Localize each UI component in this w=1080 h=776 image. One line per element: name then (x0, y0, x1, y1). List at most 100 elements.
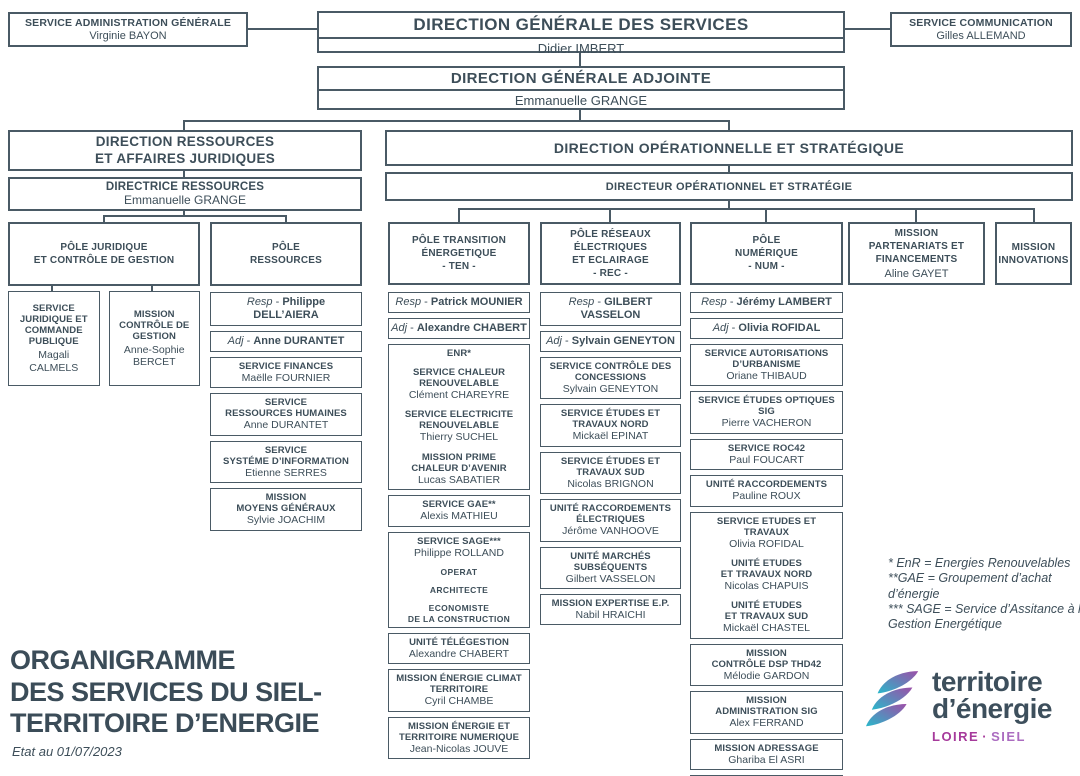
connector (845, 28, 890, 30)
unit-title: DIRECTION GÉNÉRALE ADJOINTE (319, 68, 843, 91)
footnote: **GAE = Groupement d’achat d’énergie (888, 571, 1052, 601)
box-directrice-ressources: DIRECTRICE RESSOURCES Emmanuelle GRANGE (8, 177, 362, 211)
connector (609, 208, 611, 222)
unit-name: Emmanuelle GRANGE (514, 93, 648, 108)
box-direction-generale-adjointe: DIRECTION GÉNÉRALE ADJOINTE Emmanuelle G… (317, 66, 845, 110)
unit-name: Virginie BAYON (89, 30, 167, 42)
box-directeur-operationnel-strategie: DIRECTEUR OPÉRATIONNEL ET STRATÉGIE (385, 172, 1073, 201)
connector (183, 120, 730, 122)
unit-title: SERVICE ELECTRICITE RENOUVELABLE (404, 409, 514, 432)
unit-title: MISSION ADMINISTRATION SIG (715, 695, 818, 718)
unit-name: Sylvain GENEYTON (562, 383, 659, 396)
unit-title: DIRECTION OPÉRATIONNELLE ET STRATÉGIQUE (553, 140, 905, 156)
unit-name: Nicolas BRIGNON (567, 477, 654, 490)
unit-title: SERVICE CHALEUR RENOUVELABLE (412, 367, 506, 390)
unit-title: SERVICE ADMINISTRATION GÉNÉRALE (24, 17, 232, 29)
unit-name: Jérôme VANHOOVE (562, 525, 659, 538)
unit-title: SERVICE SAGE*** (417, 535, 501, 547)
unit-title: SERVICE ROC42 (727, 442, 806, 454)
unit-name: Anne-Sophie BERCET (123, 343, 185, 369)
unit-title: MISSION ADRESSAGE (714, 742, 819, 754)
col-pole-num: Resp - Jérémy LAMBERT Adj - Olivia ROFIDA… (690, 292, 843, 776)
connector (915, 208, 917, 222)
connector (51, 286, 53, 291)
unit-name: Paul FOUCART (729, 453, 804, 466)
connector (183, 211, 185, 217)
territoire-energie-logo: territoire d’énergie LOIRE·SIEL (866, 667, 1052, 744)
box-pole-transition-energetique: PÔLE TRANSITION ÉNERGETIQUE - TEN - (388, 222, 530, 285)
page-title: ORGANIGRAMME DES SERVICES DU SIEL- TERRI… (10, 645, 322, 739)
unit-title: SERVICE FINANCES (238, 361, 334, 372)
box-direction-ressources-affaires-juridiques: DIRECTION RESSOURCES ET AFFAIRES JURIDIQ… (8, 130, 362, 171)
unit-title: MISSION MOYENS GÉNÉRAUX (236, 492, 336, 515)
unit-name: Oriane THIBAUD (726, 370, 807, 383)
unit-title: MISSION EXPERTISE E.P. (551, 598, 670, 610)
connector (728, 166, 730, 172)
unit-title: UNITÉ RACCORDEMENTS ÉLECTRIQUES (549, 503, 672, 526)
unit-name: Anne DURANTET (243, 419, 329, 432)
connector (579, 53, 581, 66)
unit-title: SERVICE SYSTÉME D’INFORMATION (223, 444, 349, 467)
unit-title: SERVICE ÉTUDES ET TRAVAUX NORD (560, 408, 661, 431)
unit-name: Gilles ALLEMAND (936, 30, 1026, 42)
connector (1033, 208, 1035, 222)
connector (103, 215, 287, 217)
unit-name: Alexis MATHIEU (420, 510, 498, 523)
unit-title: SERVICE CONTRÔLE DES CONCESSIONS (549, 361, 672, 384)
unit-title: SERVICE GAE** (422, 499, 496, 511)
box-mission-innovations: MISSION INNOVATIONS (995, 222, 1072, 285)
unit-title: MISSION CONTRÔLE DSP THD42 (711, 647, 822, 670)
footnotes: * EnR = Energies Renouvelables **GAE = G… (888, 556, 1080, 632)
logo-mark-icon (866, 670, 924, 741)
connector (151, 286, 153, 291)
unit-name: Mickaël CHASTEL (723, 622, 810, 635)
box-adj: Adj - Sylvain GENEYTON (540, 331, 681, 352)
unit-title: DIRECTRICE RESSOURCES (105, 181, 265, 193)
unit-name: Ghariba El ASRI (728, 753, 805, 766)
unit-title: ECONOMISTE DE LA CONSTRUCTION (407, 603, 511, 624)
unit-title: ENR* (446, 348, 472, 359)
unit-title: UNITÉ ETUDES ET TRAVAUX SUD (724, 600, 809, 623)
box-service-administration-generale: SERVICE ADMINISTRATION GÉNÉRALE Virginie… (8, 12, 248, 47)
connector (458, 208, 1035, 210)
unit-title: MISSION CONTRÔLE DE GESTION (119, 308, 190, 342)
connector (765, 208, 767, 222)
unit-title: MISSION ÉNERGIE CLIMAT TERRITOIRE (396, 673, 522, 696)
box-resp: Resp - Jérémy LAMBERT (690, 292, 843, 313)
box-adj: Adj - Anne DURANTET (210, 331, 362, 352)
footnote: * EnR = Energies Renouvelables (888, 556, 1071, 570)
unit-title: UNITÉ MARCHÉS SUBSÉQUENTS (570, 550, 651, 573)
unit-name: Clément CHAREYRE (408, 389, 510, 402)
unit-title: UNITÉ ETUDES ET TRAVAUX NORD (720, 558, 813, 581)
unit-name: Mickaël EPINAT (572, 430, 649, 443)
unit-title: DIRECTION RESSOURCES ET AFFAIRES JURIDIQ… (94, 133, 276, 166)
unit-name: Etienne SERRES (245, 466, 327, 479)
box-resp: Resp - Philippe DELL’AIERA (210, 292, 362, 326)
unit-name: Pauline ROUX (732, 490, 801, 503)
connector (728, 120, 730, 130)
box-adj: Adj - Olivia ROFIDAL (690, 318, 843, 339)
unit-title: SERVICE COMMUNICATION (909, 17, 1053, 29)
box-adj: Adj - Alexandre CHABERT (388, 318, 530, 339)
